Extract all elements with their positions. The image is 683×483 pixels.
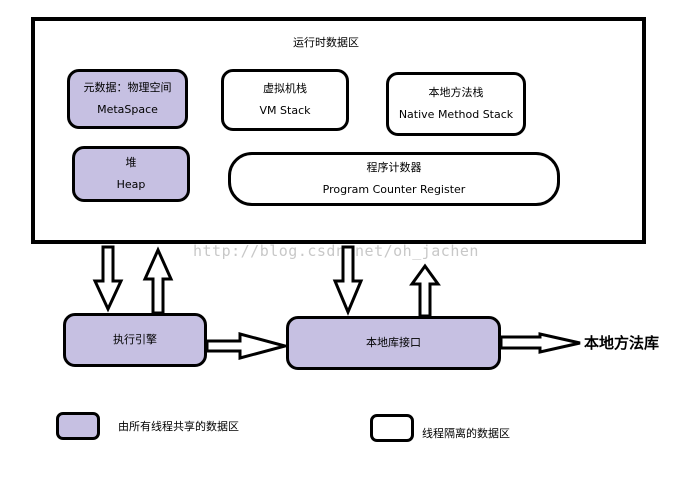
- metaspace-label-cn: 元数据：物理空间: [83, 81, 172, 94]
- execution-engine-label: 执行引擎: [113, 333, 157, 346]
- native-interface-box: 本地库接口: [286, 316, 501, 370]
- runtime-data-area-title: 运行时数据区: [293, 36, 359, 49]
- arrow-down-to-engine: [92, 245, 124, 313]
- arrow-native-interface-to-library: [499, 332, 581, 354]
- native-method-stack-box: 本地方法栈 Native Method Stack: [386, 72, 526, 136]
- legend-shared-label: 由所有线程共享的数据区: [118, 420, 239, 433]
- watermark-text: http://blog.csdn.net/oh_jachen: [193, 242, 479, 260]
- vm-stack-box: 虚拟机栈 VM Stack: [221, 69, 349, 131]
- execution-engine-box: 执行引擎: [63, 313, 207, 367]
- metaspace-box: 元数据：物理空间 MetaSpace: [67, 69, 188, 129]
- heap-box: 堆 Heap: [72, 146, 190, 202]
- native-interface-label: 本地库接口: [366, 336, 421, 349]
- heap-label-cn: 堆: [125, 156, 137, 169]
- heap-label-en: Heap: [116, 178, 146, 191]
- legend-shared-swatch: [56, 412, 100, 440]
- native-method-stack-label-cn: 本地方法栈: [428, 86, 484, 99]
- native-library-label: 本地方法库: [584, 334, 660, 352]
- metaspace-label-en: MetaSpace: [97, 103, 158, 116]
- vm-stack-label-cn: 虚拟机栈: [263, 82, 307, 95]
- legend-private-label: 线程隔离的数据区: [422, 427, 510, 440]
- pc-register-label-en: Program Counter Register: [322, 183, 466, 196]
- vm-stack-label-en: VM Stack: [259, 104, 311, 117]
- pc-register-label-cn: 程序计数器: [366, 161, 422, 174]
- native-method-stack-label-en: Native Method Stack: [398, 108, 514, 121]
- legend-private-swatch: [370, 414, 414, 442]
- pc-register-box: 程序计数器 Program Counter Register: [228, 152, 560, 206]
- arrow-down-to-native-interface: [332, 245, 364, 316]
- arrow-up-from-native-interface: [409, 263, 441, 318]
- arrow-engine-to-native-interface: [205, 332, 291, 360]
- arrow-up-from-engine: [142, 246, 174, 315]
